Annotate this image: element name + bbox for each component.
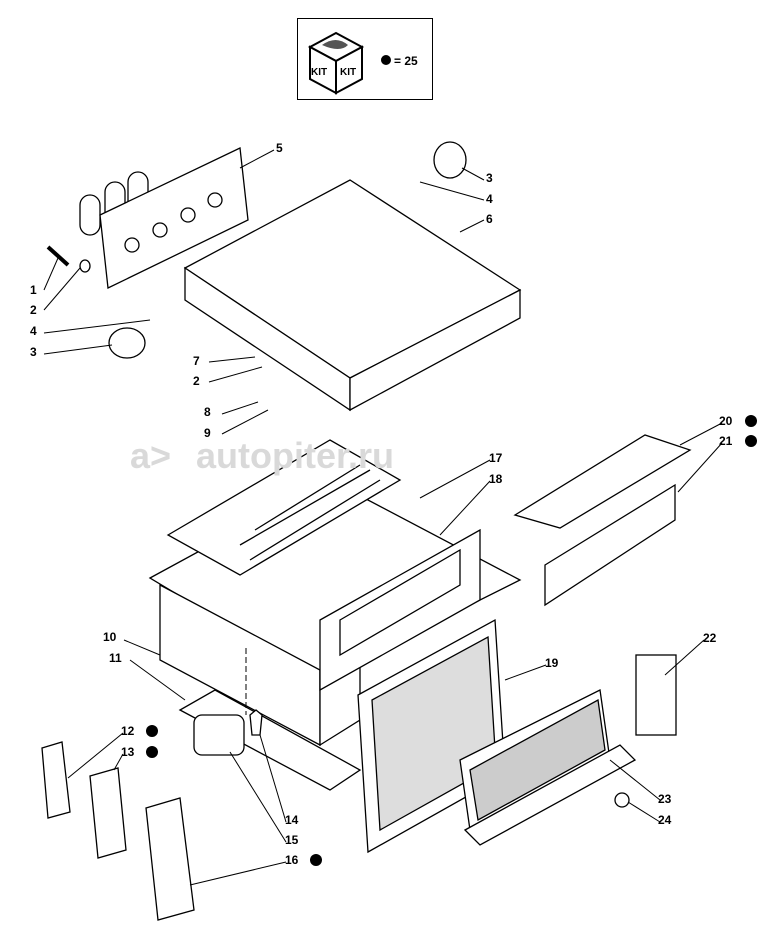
callout-23: 23 <box>658 792 672 806</box>
callout-21: 21 <box>719 434 733 448</box>
callout-5: 5 <box>276 141 283 155</box>
callout-2: 2 <box>193 374 200 388</box>
callout-14: 14 <box>285 813 299 827</box>
callout-4: 4 <box>486 192 493 206</box>
kit-dot-20 <box>745 415 757 427</box>
watermark-text: autopiter.ru <box>196 435 395 476</box>
kit-box-icon <box>307 31 365 95</box>
watermark-logo: a> <box>130 435 172 476</box>
callout-3: 3 <box>486 171 493 185</box>
callout-24: 24 <box>658 813 672 827</box>
callout-22: 22 <box>703 631 717 645</box>
callout-1: 1 <box>30 283 37 297</box>
kit-legend-box: KIT KIT <box>297 18 433 100</box>
callout-13: 13 <box>121 745 135 759</box>
kit-label-left: KIT <box>311 67 328 78</box>
callout-4: 4 <box>30 324 37 338</box>
callout-6: 6 <box>486 212 493 226</box>
callout-12: 12 <box>121 724 135 738</box>
callout-2: 2 <box>30 303 37 317</box>
callout-16: 16 <box>285 853 299 867</box>
callout-19: 19 <box>545 656 559 670</box>
callout-10: 10 <box>103 630 117 644</box>
callout-8: 8 <box>204 405 211 419</box>
callout-18: 18 <box>489 472 503 486</box>
tray <box>166 439 402 576</box>
cover-plate <box>183 179 522 412</box>
kit-dot-16 <box>310 854 322 866</box>
callout-9: 9 <box>204 426 211 440</box>
kit-dot <box>381 55 391 65</box>
kit-dot-21 <box>745 435 757 447</box>
switch-panel <box>79 147 249 289</box>
callout-3: 3 <box>30 345 37 359</box>
callout-17: 17 <box>489 451 503 465</box>
callout-20: 20 <box>719 414 733 428</box>
callout-7: 7 <box>193 354 200 368</box>
callout-15: 15 <box>285 833 299 847</box>
kit-dot-12 <box>146 725 158 737</box>
kit-label-right: KIT <box>340 67 357 78</box>
kit-equals-text: = 25 <box>394 54 418 68</box>
kit-dot-13 <box>146 746 158 758</box>
callout-11: 11 <box>109 651 122 665</box>
